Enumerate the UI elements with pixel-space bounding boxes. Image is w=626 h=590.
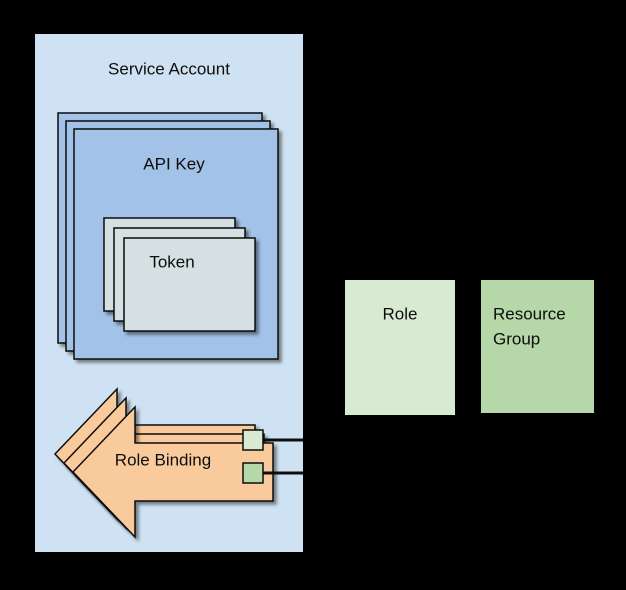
container-label-service-account: Service Account (108, 59, 230, 78)
box-label-resource-group: Resource (493, 304, 566, 323)
port-resource-group-port[interactable] (242, 462, 264, 484)
stack-label-api-key: API Key (143, 154, 205, 173)
box-label-resource-group: Group (493, 329, 540, 348)
stack-label-token: Token (149, 252, 194, 271)
stack-card-front-token[interactable] (123, 237, 256, 332)
arrow-label-role-binding: Role Binding (115, 450, 211, 469)
arrow-layer: Role Binding (53, 387, 274, 539)
port-layer (242, 429, 264, 484)
connector-layer (262, 438, 303, 475)
box-label-role: Role (383, 304, 418, 323)
port-role-port[interactable] (242, 429, 264, 451)
box-resource-group[interactable] (481, 280, 594, 413)
box-role[interactable] (345, 280, 455, 415)
